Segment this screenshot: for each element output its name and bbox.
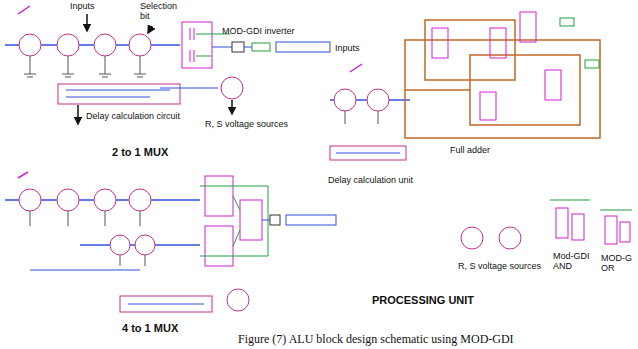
annotation-label: Selection bit — [140, 2, 178, 22]
section-title: 4 to 1 MUX — [122, 322, 178, 334]
annotation-label: Inputs — [70, 2, 95, 12]
annotation-label: Delay calculation circuit — [86, 112, 180, 122]
annotation-label: Delay calculation unit — [328, 176, 413, 186]
figure-caption: Figure (7) ALU block design schematic us… — [238, 333, 514, 346]
section-title: PROCESSING UNIT — [372, 294, 474, 306]
processing-unit-schematic — [330, 12, 632, 249]
mux2-schematic — [5, 6, 330, 124]
annotation-label: MOD-G OR — [601, 254, 635, 274]
annotation-label: Mod-GDI AND — [553, 252, 597, 272]
annotation-label: Inputs — [335, 44, 360, 54]
annotation-label: MOD-GDI inverter — [222, 27, 295, 37]
section-title: 2 to 1 MUX — [112, 146, 168, 158]
annotation-label: R, S voltage sources — [458, 262, 541, 272]
annotation-label: R, S voltage sources — [205, 120, 288, 130]
annotation-label: Full adder — [450, 146, 490, 156]
mux4-schematic — [5, 172, 336, 312]
